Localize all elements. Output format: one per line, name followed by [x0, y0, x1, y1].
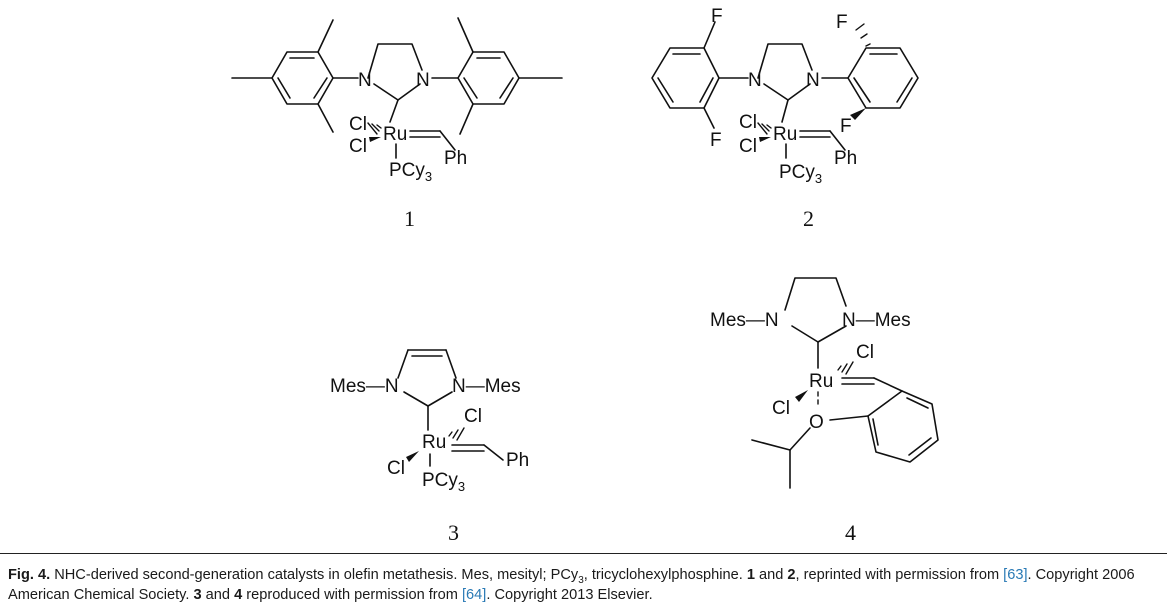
caption-text: reproduced with permission from	[242, 587, 462, 603]
caption-compound-ref: 2	[787, 567, 796, 583]
atom-f: F	[840, 116, 852, 137]
caption-subscript: 3	[578, 574, 584, 586]
atom-cl: Cl	[856, 342, 874, 363]
atom-cl: Cl	[464, 406, 482, 427]
compound-3: Mes—N N—Mes Cl Cl Ru Ph PCy3 3	[330, 349, 529, 545]
atom-mes-n: Mes—N	[710, 310, 779, 331]
atom-mes-n: Mes—N	[330, 376, 399, 397]
atom-ph: Ph	[444, 148, 467, 169]
compound-1: N N Cl Cl Ru Ph PCy3 1	[231, 17, 563, 231]
figure-caption: Fig. 4. NHC-derived second-generation ca…	[8, 565, 1162, 605]
atom-n-mes: N—Mes	[842, 310, 911, 331]
atom-pcy: PCy3	[389, 160, 432, 184]
caption-text: . Copyright 2013 Elsevier.	[486, 587, 653, 603]
atom-ru: Ru	[809, 371, 833, 392]
figure-structures: N N Cl Cl Ru Ph PCy3 1	[231, 6, 939, 545]
compound-number: 3	[448, 520, 459, 545]
compound-number: 2	[803, 206, 814, 231]
caption-text: , tricyclohexylphosphine.	[583, 567, 747, 583]
atom-n-mes: N—Mes	[452, 376, 521, 397]
caption-text: and	[201, 587, 235, 603]
atom-cl: Cl	[349, 114, 367, 135]
atom-pcy: PCy3	[422, 470, 465, 494]
atom-ru: Ru	[383, 124, 407, 145]
caption-text: NHC-derived second-generation catalysts …	[50, 567, 579, 583]
compound-2: N N F F F F Cl Cl Ru Ph PCy3 2	[651, 6, 919, 231]
atom-n: N	[358, 70, 372, 91]
caption-divider	[0, 553, 1167, 554]
caption-fig-label: Fig. 4.	[8, 567, 51, 583]
compound-4: Mes—N N—Mes Cl Cl Ru O 4	[710, 277, 939, 545]
atom-f: F	[836, 12, 848, 33]
caption-text: , reprinted with permission from	[795, 567, 1004, 583]
caption-text: and	[754, 567, 788, 583]
citation-link-64[interactable]: [64]	[462, 587, 487, 603]
compound-number: 1	[404, 206, 415, 231]
compound-number: 4	[845, 520, 856, 545]
caption-text: . Copyright 2006 American Chemical Socie…	[8, 567, 1135, 603]
atom-n: N	[748, 70, 762, 91]
caption-compound-ref: 1	[746, 567, 755, 583]
atom-f: F	[711, 6, 723, 27]
atom-cl: Cl	[349, 136, 367, 157]
citation-link-63[interactable]: [63]	[1003, 567, 1028, 583]
atom-cl: Cl	[772, 398, 790, 419]
atom-o: O	[809, 412, 824, 433]
caption-compound-ref: 3	[193, 587, 202, 603]
atom-ph: Ph	[506, 450, 529, 471]
atom-n: N	[416, 70, 430, 91]
atom-pcy: PCy3	[779, 162, 822, 186]
atom-n: N	[806, 70, 820, 91]
atom-ru: Ru	[422, 432, 446, 453]
caption-compound-ref: 4	[234, 587, 243, 603]
atom-ph: Ph	[834, 148, 857, 169]
atom-cl: Cl	[739, 136, 757, 157]
atom-cl: Cl	[387, 458, 405, 479]
atom-f: F	[710, 130, 722, 151]
atom-ru: Ru	[773, 124, 797, 145]
atom-cl: Cl	[739, 112, 757, 133]
